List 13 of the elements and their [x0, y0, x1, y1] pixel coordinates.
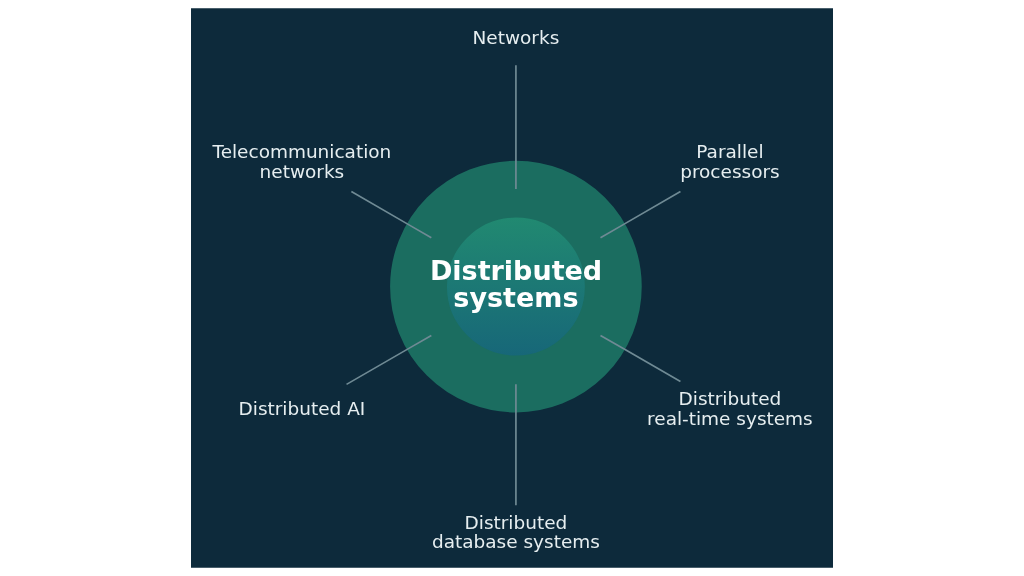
- connector: [599, 334, 682, 383]
- node-text: Networks: [472, 27, 560, 49]
- connector: [350, 190, 433, 239]
- connector: [599, 190, 682, 239]
- connector: [515, 64, 517, 190]
- node-text: Distributed AI: [238, 397, 366, 419]
- connector: [345, 334, 433, 386]
- node-circle: Distributed systems: [390, 160, 642, 413]
- node-text: Parallel processors: [680, 140, 780, 182]
- node-text: Distributed database systems: [431, 511, 600, 553]
- node-text: Telecommunication networks: [212, 140, 392, 182]
- connector: [515, 383, 517, 507]
- node-text: Distributed real-time systems: [647, 388, 813, 429]
